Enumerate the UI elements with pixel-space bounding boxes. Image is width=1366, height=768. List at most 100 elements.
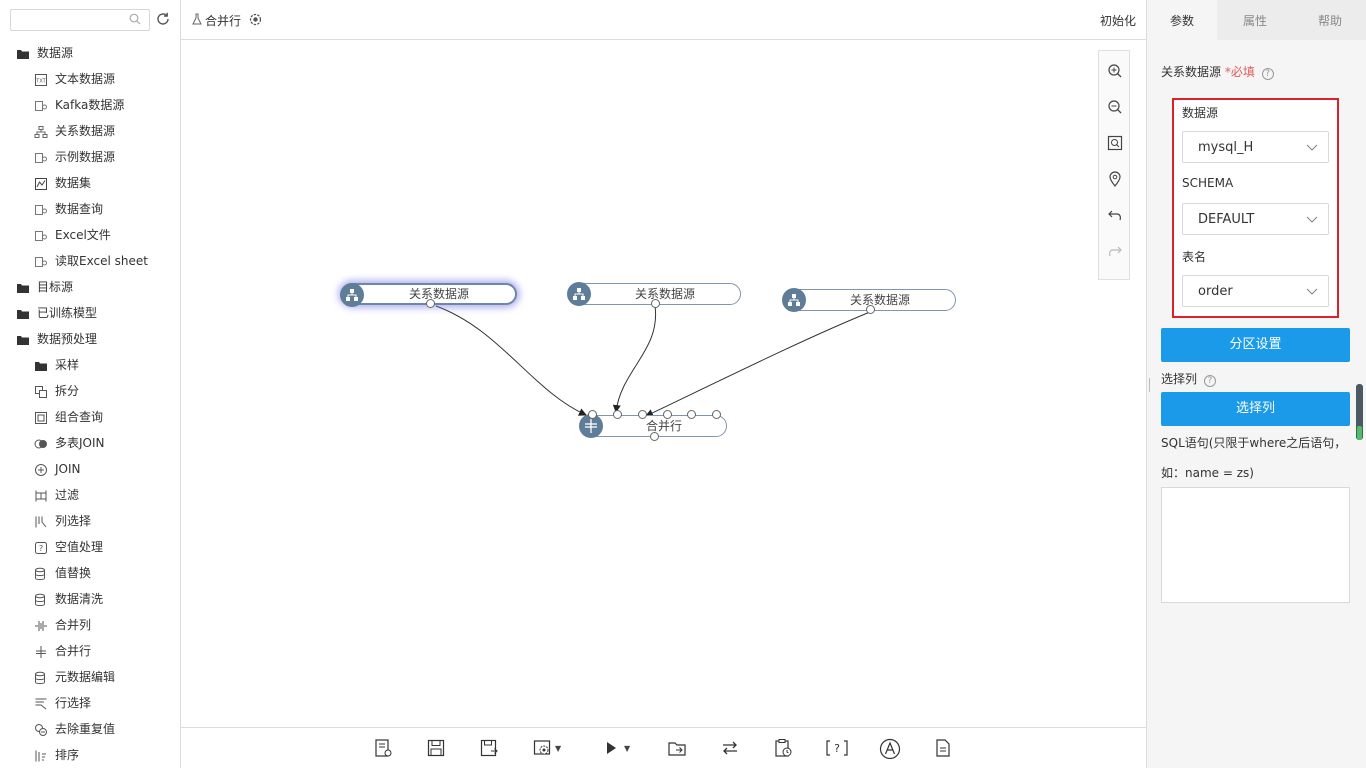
tree-item-label: 去除重复值 bbox=[55, 722, 116, 736]
zoom-out-icon[interactable] bbox=[1107, 99, 1123, 115]
zoom-in-icon[interactable] bbox=[1107, 63, 1123, 79]
datasource-label: 数据源 bbox=[1182, 106, 1219, 120]
database-icon bbox=[34, 592, 48, 606]
tab-parameters[interactable]: 参数 bbox=[1147, 0, 1217, 40]
input-port[interactable] bbox=[663, 410, 672, 419]
tree-item-label: 合并行 bbox=[55, 644, 92, 658]
tree-item-label: 数据查询 bbox=[55, 202, 104, 216]
tree-item-label: 行选择 bbox=[55, 696, 92, 710]
flow-canvas[interactable]: 关系数据源 关系数据源 关系数据源 合并行 bbox=[181, 40, 1146, 727]
connection-edge[interactable] bbox=[645, 311, 871, 417]
font-style-icon[interactable] bbox=[879, 738, 901, 760]
schedule-icon[interactable] bbox=[773, 738, 793, 758]
document-icon[interactable] bbox=[933, 738, 953, 758]
tree-item-label: Excel文件 bbox=[55, 228, 111, 242]
panel-tabs: » 参数 属性 帮助 bbox=[1147, 0, 1366, 40]
panel-resize-handle[interactable] bbox=[1149, 378, 1150, 392]
save-as-icon[interactable] bbox=[479, 738, 499, 758]
help-bracket-icon[interactable]: ? bbox=[825, 738, 848, 758]
combine-query-icon bbox=[34, 410, 48, 424]
help-question-icon[interactable]: ? bbox=[1261, 68, 1274, 80]
switch-icon[interactable] bbox=[720, 738, 740, 758]
folder-icon bbox=[16, 46, 30, 60]
connection-edge[interactable] bbox=[612, 305, 657, 413]
sort-icon bbox=[34, 748, 48, 762]
flask-icon bbox=[192, 13, 202, 28]
select-column-text: 选择列 bbox=[1161, 372, 1198, 386]
initialize-button[interactable]: 初始化 bbox=[1099, 14, 1136, 28]
output-port[interactable] bbox=[650, 432, 659, 441]
tab-properties[interactable]: 属性 bbox=[1242, 14, 1267, 28]
datasource-icon bbox=[34, 202, 48, 216]
import-folder-icon[interactable] bbox=[667, 738, 687, 758]
folder-icon bbox=[16, 306, 30, 320]
settings-menu-icon[interactable] bbox=[532, 738, 552, 758]
merge-rows-node[interactable]: 合并行 bbox=[579, 410, 727, 441]
input-port[interactable] bbox=[588, 410, 597, 419]
sql-where-textarea[interactable] bbox=[1161, 487, 1350, 603]
tree-item-label: 拆分 bbox=[55, 384, 80, 398]
output-port[interactable] bbox=[866, 305, 875, 314]
tree-item-label: 元数据编辑 bbox=[55, 670, 116, 684]
tree-item-label: 组合查询 bbox=[55, 410, 104, 424]
split-icon bbox=[34, 384, 48, 398]
row-select-icon bbox=[34, 696, 48, 710]
tab-help[interactable]: 帮助 bbox=[1317, 14, 1342, 28]
output-port[interactable] bbox=[651, 299, 660, 308]
connection-edge[interactable] bbox=[435, 305, 587, 416]
help-question-icon[interactable]: ? bbox=[1203, 375, 1216, 387]
node-label: 关系数据源 bbox=[849, 293, 910, 307]
search-box[interactable] bbox=[10, 9, 150, 31]
table-name-label: 表名 bbox=[1182, 250, 1207, 264]
search-input[interactable] bbox=[17, 10, 127, 30]
canvas-zoom-toolbar bbox=[1098, 50, 1130, 280]
tree-item-label: 空值处理 bbox=[55, 540, 104, 554]
multi-join-icon bbox=[34, 436, 48, 450]
fit-view-icon[interactable] bbox=[1107, 135, 1123, 151]
run-dropdown-caret-icon[interactable]: ▼ bbox=[624, 744, 631, 753]
search-icon[interactable] bbox=[129, 13, 141, 28]
output-port[interactable] bbox=[426, 299, 435, 308]
tree-item-label: Kafka数据源 bbox=[55, 98, 125, 112]
input-port[interactable] bbox=[687, 410, 696, 419]
tree-item-label: 采样 bbox=[55, 358, 80, 372]
redo-icon[interactable] bbox=[1107, 243, 1123, 259]
tree-item-label: 目标源 bbox=[37, 280, 74, 294]
svg-text:TXT: TXT bbox=[35, 79, 46, 85]
merge-row-icon bbox=[34, 644, 48, 658]
partition-settings-button[interactable]: 分区设置 bbox=[1161, 328, 1350, 362]
relational-source-node[interactable]: 关系数据源 bbox=[782, 288, 956, 314]
locate-icon[interactable] bbox=[1107, 171, 1123, 187]
relational-source-node-icon bbox=[782, 288, 806, 312]
schema-select[interactable]: DEFAULT bbox=[1182, 203, 1329, 235]
input-port[interactable] bbox=[712, 410, 721, 419]
settings-dropdown-caret-icon[interactable]: ▼ bbox=[555, 744, 562, 753]
table-select[interactable]: order bbox=[1182, 275, 1329, 307]
undo-icon[interactable] bbox=[1107, 207, 1123, 223]
scrollbar-indicator bbox=[1357, 426, 1362, 440]
settings-gear-icon[interactable] bbox=[249, 13, 262, 29]
tree-item-label: 合并列 bbox=[55, 618, 92, 632]
select-column-label: 选择列 ? bbox=[1161, 370, 1216, 387]
relational-source-node-icon bbox=[567, 282, 591, 306]
flow-header: 合并行 初始化 bbox=[181, 0, 1146, 40]
select-column-button[interactable]: 选择列 bbox=[1161, 392, 1350, 426]
save-icon[interactable] bbox=[426, 738, 446, 758]
input-port[interactable] bbox=[638, 410, 647, 419]
save-log-icon[interactable] bbox=[373, 738, 393, 758]
sql-label-line2: 如：name = zs) bbox=[1161, 466, 1254, 480]
tree-item-label: 数据清洗 bbox=[55, 592, 104, 606]
tree-item-label: 过滤 bbox=[55, 488, 80, 502]
relational-icon bbox=[34, 124, 48, 138]
run-icon[interactable] bbox=[601, 738, 621, 758]
input-port[interactable] bbox=[613, 410, 622, 419]
panel-scrollbar[interactable] bbox=[1356, 384, 1363, 440]
relational-source-node[interactable]: 关系数据源 bbox=[340, 283, 517, 308]
sql-label-line1: SQL语句(只限于where之后语句， bbox=[1161, 436, 1347, 450]
datasource-select[interactable]: mysql_H bbox=[1182, 131, 1329, 163]
relational-source-node[interactable]: 关系数据源 bbox=[567, 282, 741, 308]
folder-icon bbox=[16, 280, 30, 294]
refresh-icon[interactable] bbox=[155, 11, 171, 30]
merge-rows-node-icon bbox=[579, 414, 603, 438]
schema-label: SCHEMA bbox=[1182, 176, 1234, 190]
